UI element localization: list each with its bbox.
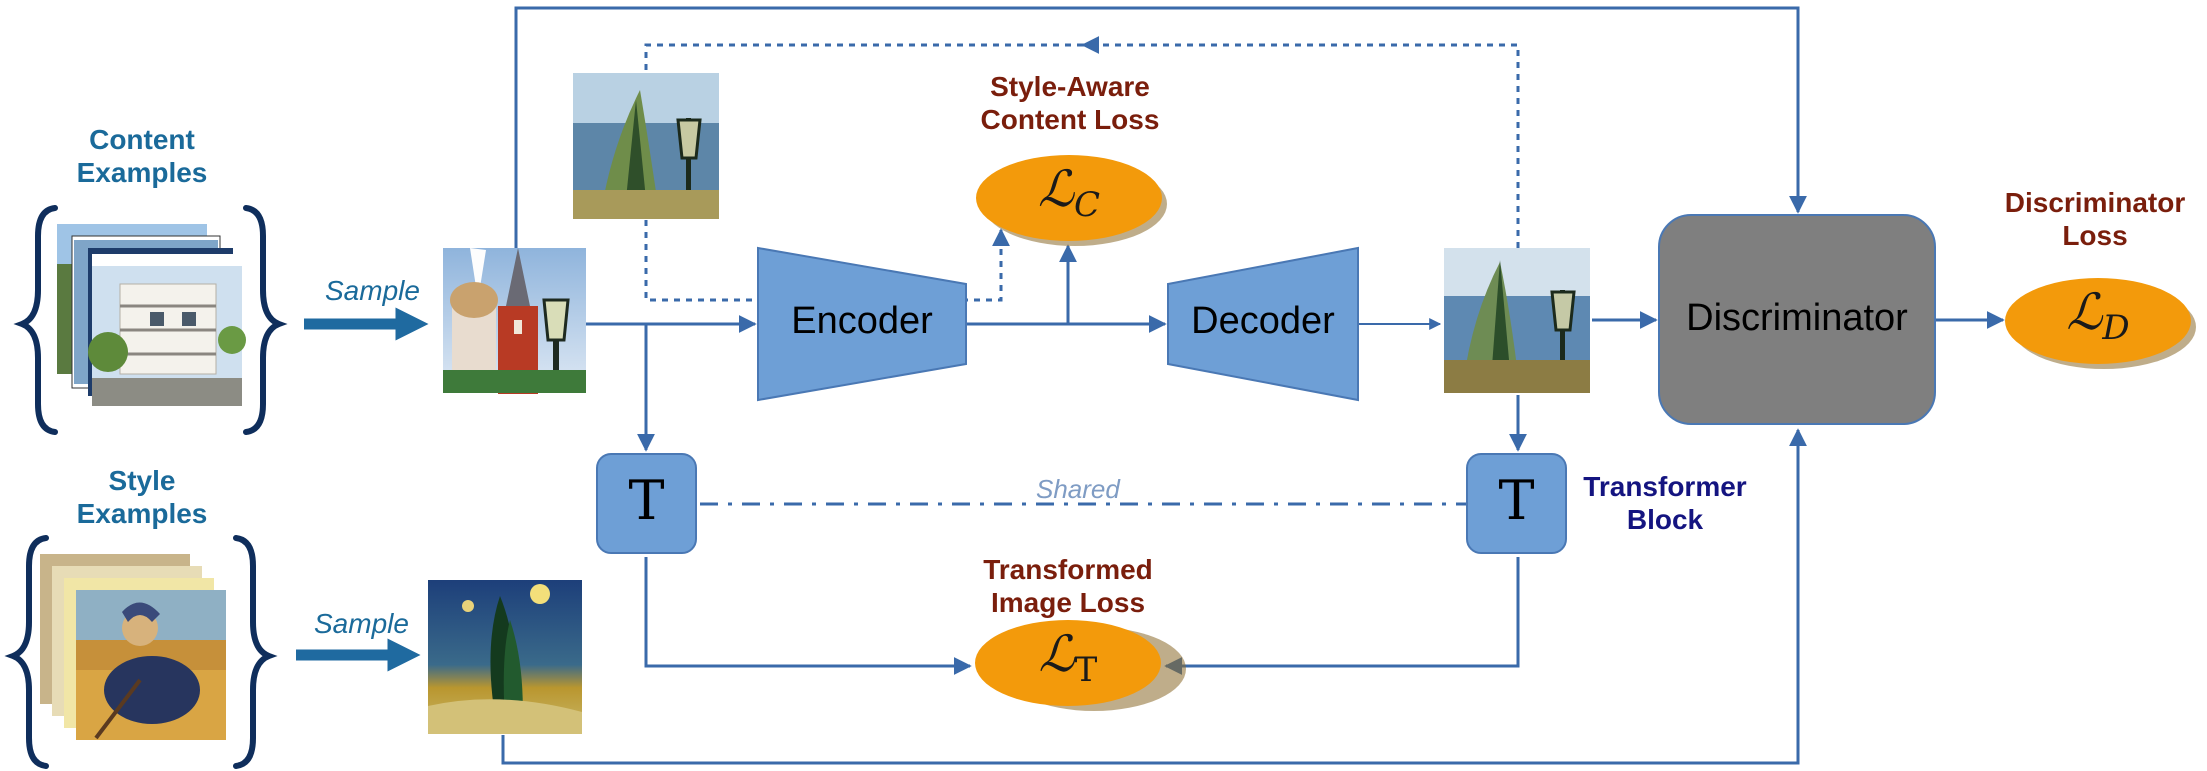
style-bracket bbox=[4, 535, 278, 769]
shared-label: Shared bbox=[1036, 474, 1120, 504]
connections bbox=[501, 6, 2005, 765]
transformer-block-label: Transformer Block bbox=[1583, 471, 1747, 535]
discriminator-label: Discriminator bbox=[1686, 297, 1908, 339]
transformed-loss-ellipse bbox=[975, 620, 1161, 706]
transformer-right-glyph: T bbox=[1498, 469, 1535, 532]
right-t-to-loss-line bbox=[1164, 557, 1520, 675]
content-image bbox=[443, 248, 586, 394]
discriminator-block bbox=[1658, 214, 1936, 425]
decoder-block bbox=[1167, 246, 1359, 402]
left-t-to-loss-line bbox=[644, 557, 972, 675]
transformed-loss-label: Transformed Image Loss bbox=[983, 554, 1153, 618]
style-image bbox=[428, 580, 582, 734]
content-examples-label: Content Examples bbox=[76, 124, 208, 188]
content-loss-symbol: ℒC bbox=[1037, 160, 1101, 225]
content-examples-stack bbox=[57, 224, 246, 406]
style-aware-loss-label: Style-Aware Content Loss bbox=[980, 71, 1160, 135]
sample-label-top: Sample bbox=[325, 275, 420, 306]
discriminator-loss-symbol: ℒD bbox=[2066, 283, 2130, 348]
sample-label-bottom: Sample bbox=[314, 608, 409, 639]
encoder-block bbox=[757, 246, 967, 402]
content-loss-ellipse bbox=[976, 155, 1162, 241]
transformed-loss-symbol: ℒT bbox=[1038, 625, 1098, 690]
discriminator-loss-ellipse bbox=[2005, 278, 2191, 364]
decoder-label: Decoder bbox=[1191, 300, 1335, 342]
transformer-left-glyph: T bbox=[628, 469, 665, 532]
dashed-reencode-line bbox=[1081, 36, 1520, 248]
style-to-discriminator-line bbox=[501, 428, 1807, 765]
dashed-reencode-line-2 bbox=[644, 43, 1083, 302]
transformer-block-right bbox=[1466, 453, 1567, 554]
content-to-discriminator-line bbox=[514, 6, 1807, 248]
content-bracket bbox=[13, 205, 288, 435]
discriminator-loss-label: Discriminator Loss bbox=[2004, 187, 2186, 251]
style-examples-stack bbox=[40, 554, 226, 740]
style-examples-label: Style Examples bbox=[76, 465, 208, 529]
output-image bbox=[1444, 248, 1590, 393]
transformer-block-left bbox=[596, 453, 697, 554]
encoder-label: Encoder bbox=[791, 300, 933, 342]
stylized-thumbnail bbox=[573, 73, 719, 219]
